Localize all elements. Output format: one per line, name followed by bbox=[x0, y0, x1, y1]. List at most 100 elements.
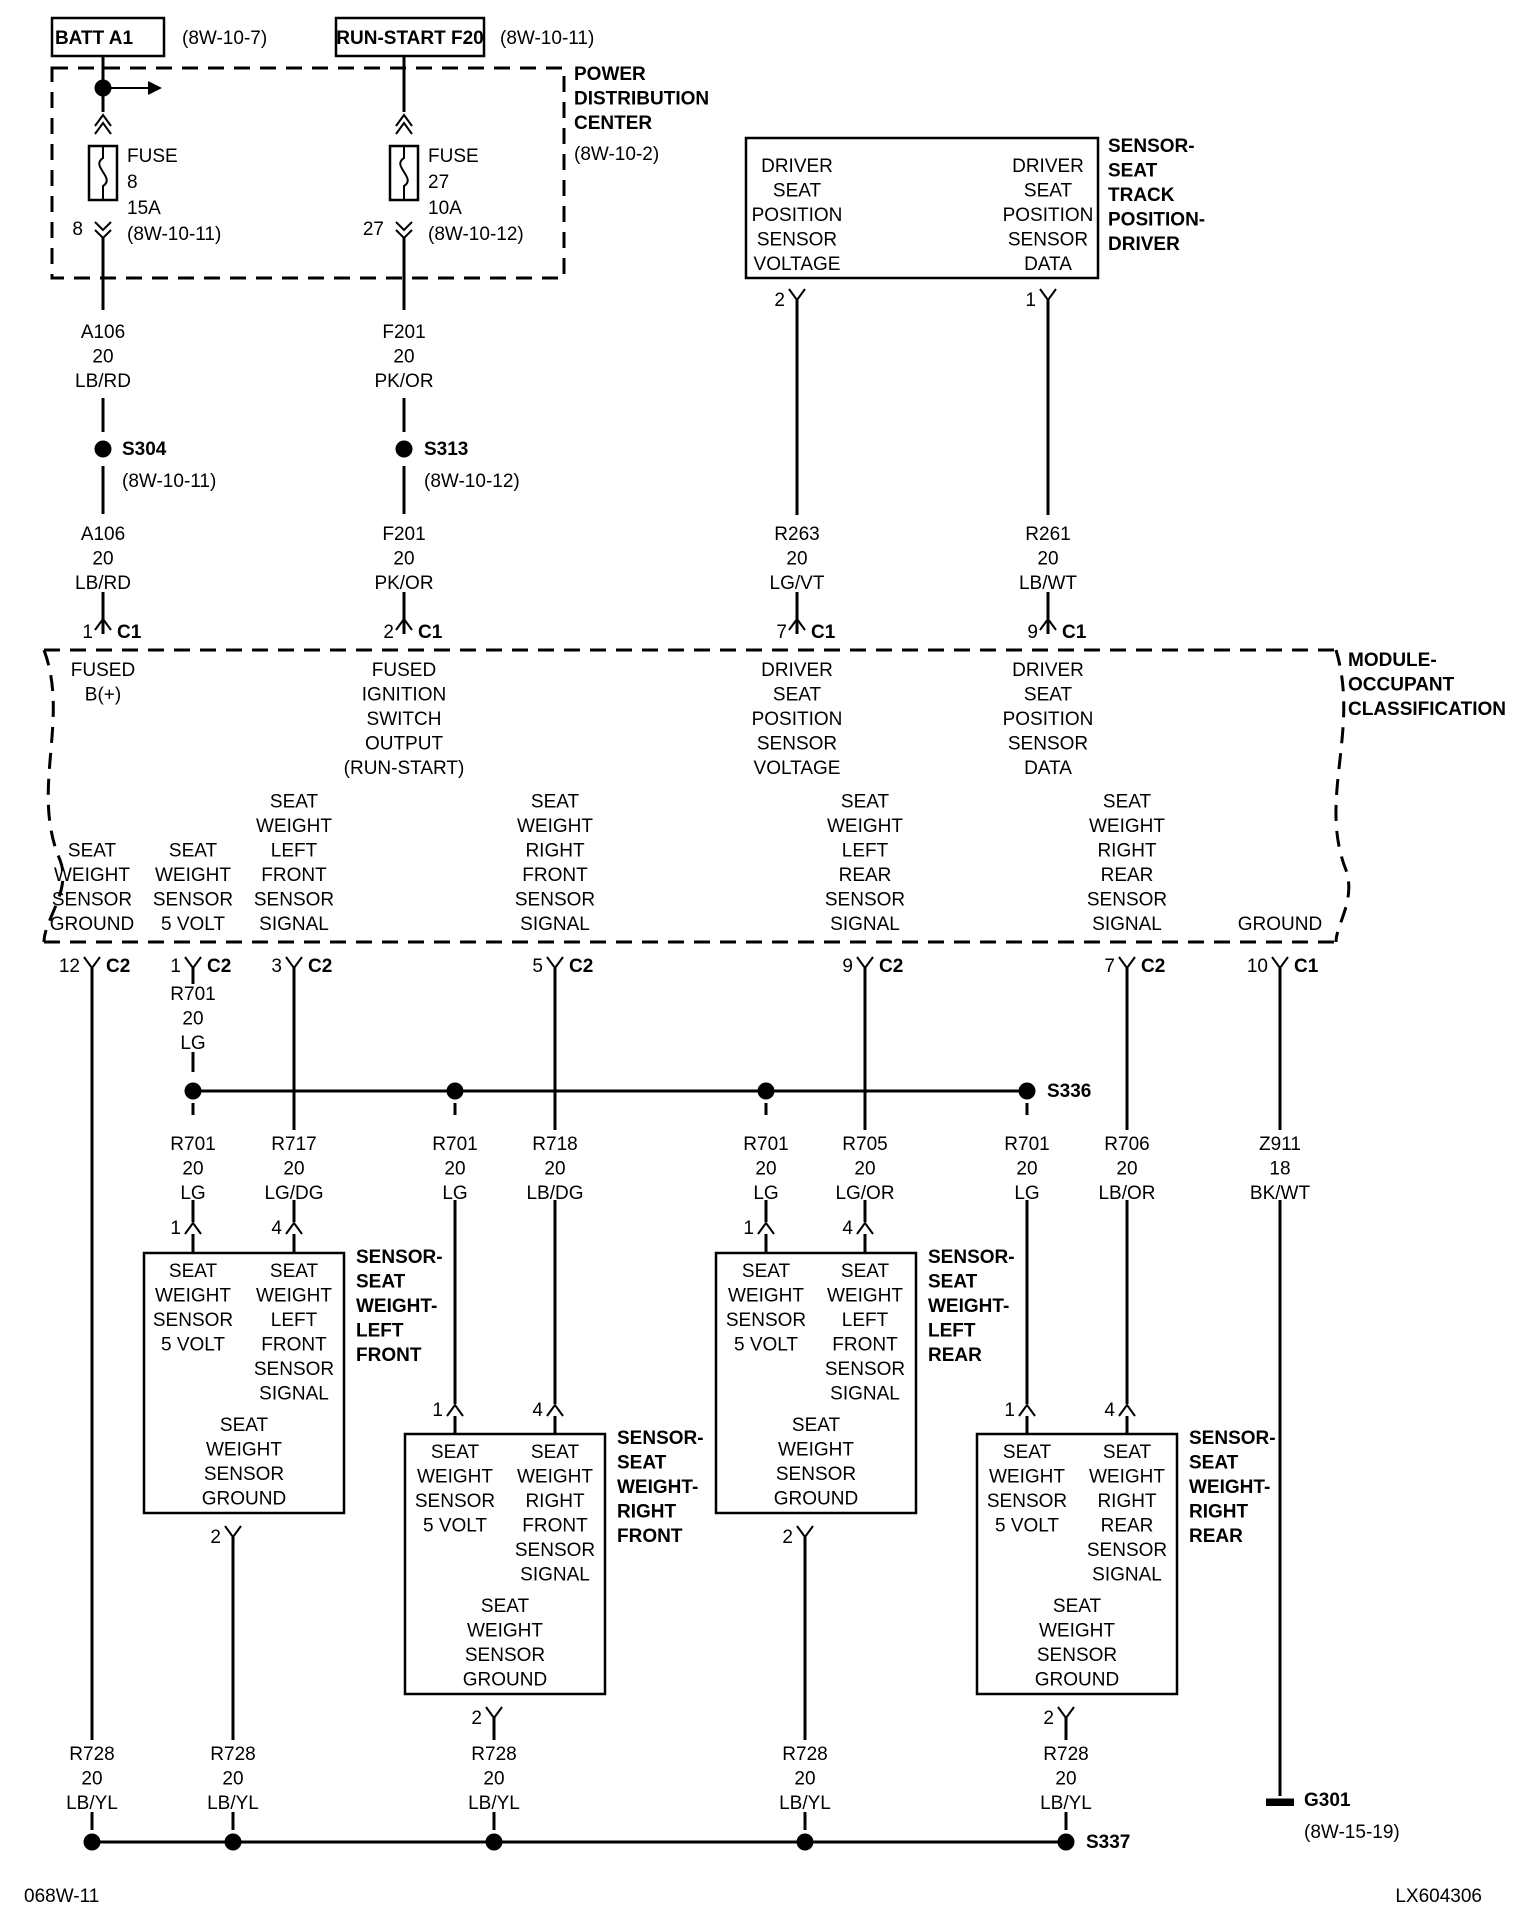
z911-label-line: BK/WT bbox=[1250, 1183, 1311, 1204]
track-sensor-left-label-line: SEAT bbox=[773, 181, 822, 202]
module-bottom-pin-label-line: WEIGHT bbox=[827, 816, 903, 837]
module-bottom-pin-label-line: WEIGHT bbox=[256, 816, 332, 837]
r728-label-line: 20 bbox=[1055, 1769, 1076, 1790]
sensor-pin-4 bbox=[856, 1221, 874, 1235]
fuse-27-label-line: FUSE bbox=[428, 146, 479, 167]
module-bottom-pin-label-line: FRONT bbox=[522, 865, 588, 886]
module-bottom-pin-label-line: SIGNAL bbox=[830, 914, 900, 935]
sensor-signal-label-line: LEFT bbox=[271, 1310, 318, 1331]
r701-drop-label-line: 20 bbox=[755, 1159, 776, 1180]
module-bottom-pin bbox=[1271, 956, 1289, 970]
z911-label-line: 18 bbox=[1269, 1159, 1290, 1180]
module-top-pin-label-line: FUSED bbox=[372, 660, 436, 681]
r728-label-line: R728 bbox=[782, 1744, 827, 1765]
module-bottom-pin bbox=[184, 956, 202, 970]
sensor-signal-label-line: SEAT bbox=[841, 1261, 890, 1282]
f201-label-line: PK/OR bbox=[374, 371, 433, 392]
r705-label-line: 20 bbox=[854, 1159, 875, 1180]
track-sensor-left-label-line: DRIVER bbox=[761, 156, 833, 177]
module-bottom-pin-number: 10 bbox=[1247, 956, 1268, 977]
g301-ref: (8W-15-19) bbox=[1304, 1822, 1400, 1843]
module-bottom-pin-label-line: RIGHT bbox=[1097, 841, 1157, 862]
sensor-signal-label-line: SEAT bbox=[531, 1442, 580, 1463]
sensor-name-line: SEAT bbox=[1189, 1453, 1239, 1474]
module-bottom-pin-connector: C2 bbox=[879, 956, 903, 977]
module-top-pin-number: 7 bbox=[776, 622, 787, 643]
sensor-pin-1-label: 1 bbox=[170, 1218, 181, 1239]
sensor-signal-label-line: SIGNAL bbox=[259, 1384, 329, 1405]
r728-label-line: R728 bbox=[210, 1744, 255, 1765]
fuse-27-label-line: (8W-10-12) bbox=[428, 224, 524, 245]
sensor-5v-label-line: SENSOR bbox=[153, 1310, 233, 1331]
sensor-pin-2-label: 2 bbox=[1043, 1708, 1054, 1729]
r701-drop-label-line: LG bbox=[180, 1183, 205, 1204]
seat-weight-sensor-box bbox=[714, 1251, 918, 1515]
sensor-name-line: REAR bbox=[928, 1345, 982, 1366]
module-bottom-pin bbox=[1118, 956, 1136, 970]
s336-dot bbox=[1018, 1082, 1036, 1100]
r261-label-line: R261 bbox=[1025, 524, 1070, 545]
module-bottom-pin-label-line: SEAT bbox=[841, 792, 890, 813]
sensor-5v-label-line: SENSOR bbox=[726, 1310, 806, 1331]
track-pin-1 bbox=[1039, 288, 1057, 302]
sensor-pin-4-label: 4 bbox=[1104, 1400, 1115, 1421]
sensor-pin-1-label: 1 bbox=[432, 1400, 443, 1421]
pdc-name-line: DISTRIBUTION bbox=[574, 89, 709, 110]
a106-label-2-line: 20 bbox=[92, 549, 113, 570]
s313-ref: (8W-10-12) bbox=[424, 471, 520, 492]
sensor-ground-label-line: SEAT bbox=[220, 1415, 269, 1436]
module-bottom-pin-number: 7 bbox=[1104, 956, 1115, 977]
module-name-line: OCCUPANT bbox=[1348, 675, 1455, 696]
module-bottom-pin-label-line: SEAT bbox=[1103, 792, 1152, 813]
fuse-8-upper-terminal bbox=[94, 121, 112, 135]
batt-ref: (8W-10-7) bbox=[182, 28, 267, 49]
module-bottom-pin-connector: C2 bbox=[207, 956, 231, 977]
label-backing bbox=[58, 1742, 126, 1808]
track-sensor-left-label-line: SENSOR bbox=[757, 230, 837, 251]
seat-weight-sensor-box bbox=[403, 1432, 607, 1696]
sensor-ground-label-line: GROUND bbox=[774, 1489, 858, 1510]
r701-drop-label-line: R701 bbox=[1004, 1134, 1049, 1155]
module-top-pin-label-line: IGNITION bbox=[362, 685, 446, 706]
r261-label-line: 20 bbox=[1037, 549, 1058, 570]
seat-weight-sensor-box bbox=[142, 1251, 346, 1515]
sensor-name-line: SEAT bbox=[617, 1453, 667, 1474]
sensor-5v-label-line: SEAT bbox=[431, 1442, 480, 1463]
sensor-name-line: SENSOR- bbox=[1189, 1428, 1276, 1449]
module-bottom-pin-label-line: FRONT bbox=[261, 865, 327, 886]
r718-label-line: R718 bbox=[532, 1134, 577, 1155]
fuse-8-pin: 8 bbox=[72, 219, 83, 240]
r728-label-line: 20 bbox=[81, 1769, 102, 1790]
sensor-signal-label-line: SIGNAL bbox=[1092, 1565, 1162, 1586]
fuse-27-label-line: 27 bbox=[428, 172, 449, 193]
footer-left-code: 068W-11 bbox=[24, 1886, 99, 1907]
fuse-8-lower-terminal bbox=[94, 221, 112, 232]
sensor-pin-2-label: 2 bbox=[782, 1527, 793, 1548]
module-top-pin-label-line: FUSED bbox=[71, 660, 135, 681]
sensor-signal-label-line: SEAT bbox=[1103, 1442, 1152, 1463]
sensor-ground-label-line: SENSOR bbox=[204, 1464, 284, 1485]
module-top-pin-connector: C1 bbox=[1062, 622, 1087, 643]
sensor-signal-label-line: WEIGHT bbox=[517, 1467, 593, 1488]
module-top-pin-label-line: SEAT bbox=[773, 685, 822, 706]
f201-label-2-line: 20 bbox=[393, 549, 414, 570]
track-sensor-name-line: SEAT bbox=[1108, 161, 1158, 182]
fuse-8-label-line: 15A bbox=[127, 198, 161, 219]
sensor-signal-label-line: WEIGHT bbox=[256, 1286, 332, 1307]
module-top-pin-number: 2 bbox=[383, 622, 394, 643]
r701-splice-dot bbox=[757, 1082, 775, 1100]
r705-label-line: R705 bbox=[842, 1134, 887, 1155]
r718-label-line: LB/DG bbox=[526, 1183, 583, 1204]
sensor-pin-1 bbox=[757, 1221, 775, 1235]
s304-dot bbox=[94, 440, 112, 458]
module-bottom-pin-connector: C1 bbox=[1294, 956, 1319, 977]
sensor-pin-1 bbox=[184, 1221, 202, 1235]
module-top-pin-label-line: DATA bbox=[1024, 758, 1072, 779]
module-bottom-pin-label-line: SENSOR bbox=[1087, 890, 1167, 911]
sensor-name-line: RIGHT bbox=[617, 1502, 677, 1523]
pdc-dashed-box bbox=[50, 66, 566, 280]
run-start-box bbox=[334, 16, 486, 58]
r701-drop-label-line: 20 bbox=[1016, 1159, 1037, 1180]
sensor-pin-2 bbox=[485, 1706, 503, 1720]
